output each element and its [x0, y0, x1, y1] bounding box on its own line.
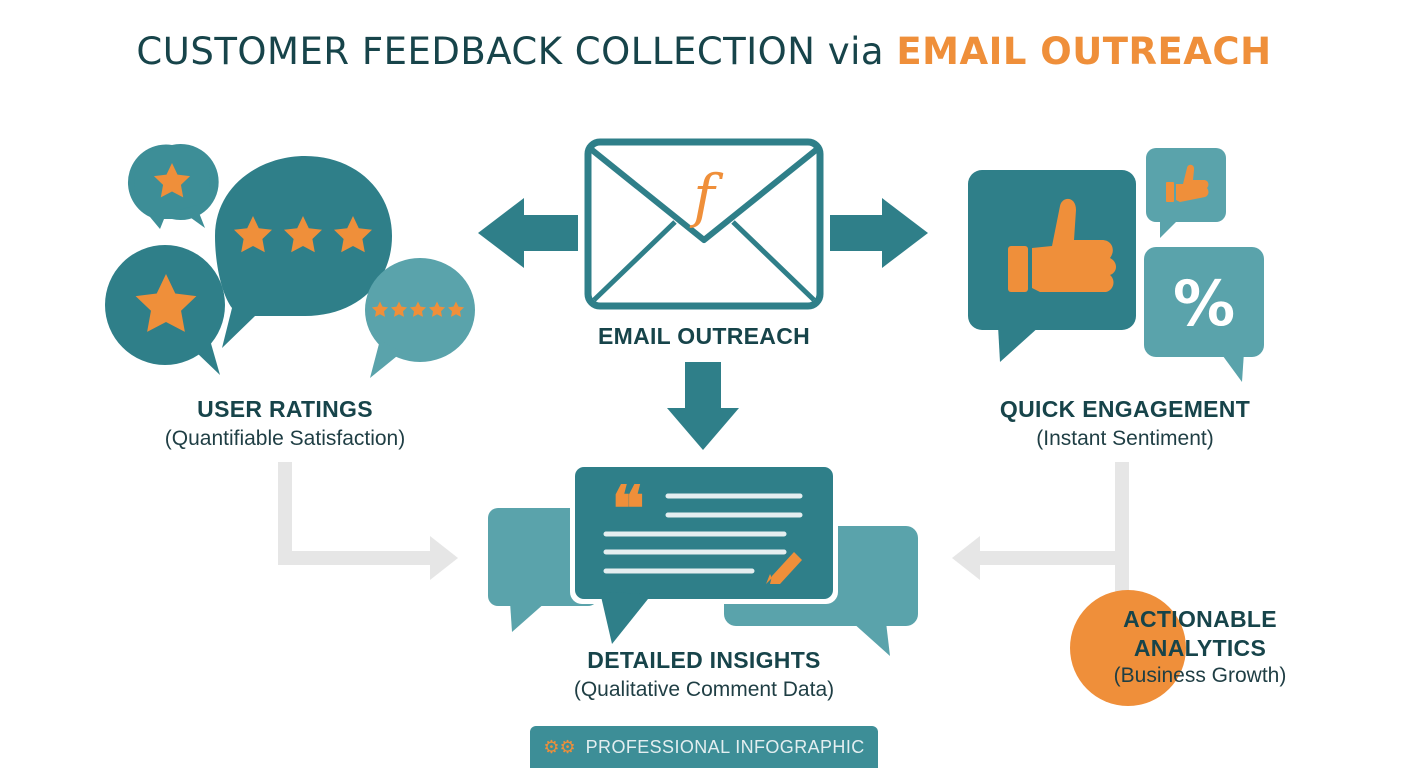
arrow-right: [830, 198, 928, 268]
percent-glyph: %: [1173, 267, 1235, 340]
title-main: CUSTOMER FEEDBACK COLLECTION via: [136, 30, 897, 73]
user-ratings-label: USER RATINGS (Quantifiable Satisfaction): [120, 396, 450, 451]
insights-bubbles-icon: [488, 462, 918, 656]
arrow-down: [667, 362, 739, 450]
small-thumbs-up-icon: [1166, 164, 1209, 202]
pencil-icon: [766, 552, 802, 584]
quote-icon: ❝: [611, 472, 644, 545]
connector-ratings-to-insights: [278, 462, 440, 565]
actionable-analytics-heading-2: ANALYTICS: [1133, 635, 1267, 661]
thumbs-up-icon: [1008, 198, 1116, 292]
actionable-analytics-heading-1: ACTIONABLE: [1123, 606, 1277, 632]
detailed-insights-label: DETAILED INSIGHTS (Qualitative Comment D…: [520, 647, 888, 702]
detailed-insights-heading: DETAILED INSIGHTS: [587, 647, 821, 673]
connector-engagement-to-insights: [972, 462, 1129, 598]
detailed-insights-subtitle: (Qualitative Comment Data): [573, 678, 835, 701]
page-title: CUSTOMER FEEDBACK COLLECTION via EMAIL O…: [0, 30, 1408, 73]
quick-engagement-label: QUICK ENGAGEMENT (Instant Sentiment): [960, 396, 1290, 451]
title-accent: EMAIL OUTREACH: [896, 30, 1272, 73]
arrow-left: [478, 198, 578, 268]
actionable-analytics-label: ACTIONABLE ANALYTICS (Business Growth): [1085, 606, 1315, 688]
quick-engagement-subtitle: (Instant Sentiment): [1036, 427, 1214, 450]
envelope-icon: [584, 138, 824, 310]
analytics-circle: [1070, 590, 1186, 706]
connector-engagement-arrowhead: [952, 536, 980, 580]
footer-label: PROFESSIONAL INFOGRAPHIC: [585, 736, 865, 757]
user-ratings-subtitle: (Quantifiable Satisfaction): [164, 427, 406, 450]
email-outreach-label: EMAIL OUTREACH: [560, 323, 848, 350]
user-ratings-heading: USER RATINGS: [197, 396, 373, 422]
footer-badge: ⚙⚙ PROFESSIONAL INFOGRAPHIC: [530, 726, 878, 768]
quick-engagement-heading: QUICK ENGAGEMENT: [999, 396, 1251, 422]
actionable-analytics-subtitle: (Business Growth): [1113, 664, 1287, 687]
gear-icon: ⚙⚙: [543, 737, 576, 757]
comment-lines: [603, 493, 803, 574]
connector-ratings-arrowhead: [430, 536, 458, 580]
email-outreach-heading: EMAIL OUTREACH: [597, 323, 811, 349]
